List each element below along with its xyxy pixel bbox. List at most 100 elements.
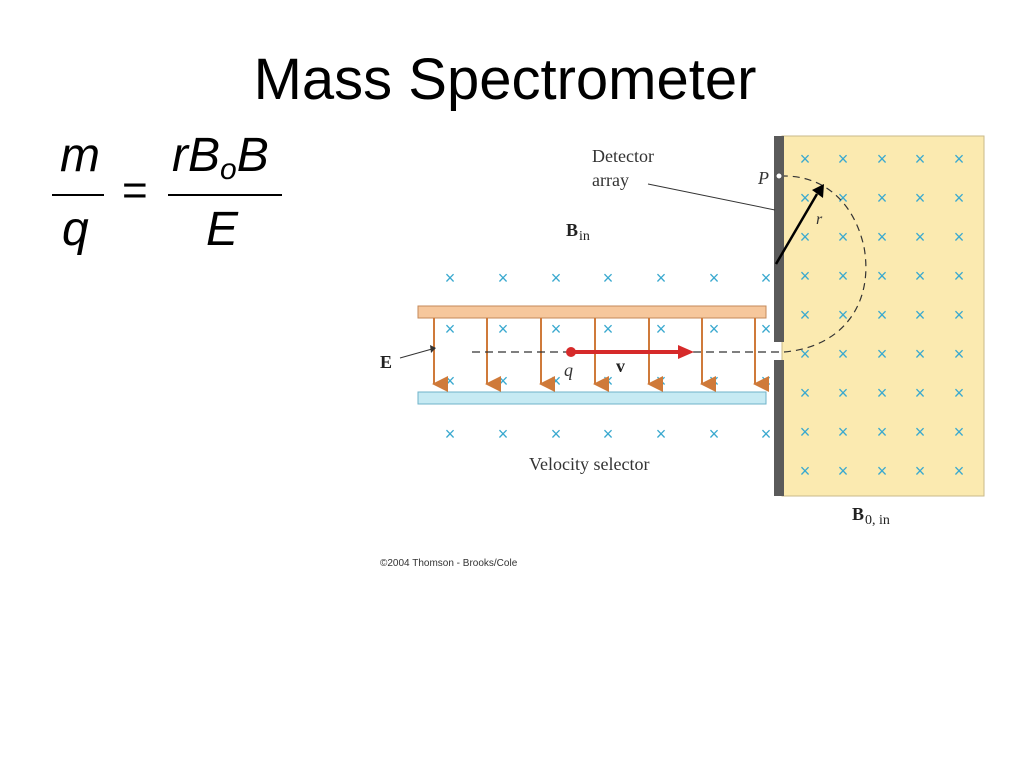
- b0-label: B0, in: [852, 504, 890, 528]
- field-cross: ×: [954, 149, 965, 169]
- radius-label: r: [816, 211, 823, 228]
- b-in-letter: B: [566, 220, 578, 240]
- field-cross: ×: [838, 149, 849, 169]
- field-cross: ×: [800, 305, 811, 325]
- field-cross: ×: [954, 227, 965, 247]
- field-cross: ×: [954, 383, 965, 403]
- formula-numerator-right: rBoB: [172, 128, 269, 187]
- formula-B: B: [236, 129, 269, 182]
- external-field-cross: ×: [551, 268, 562, 288]
- point-p-label: P: [757, 168, 769, 188]
- field-cross: ×: [915, 305, 926, 325]
- field-cross: ×: [915, 383, 926, 403]
- external-field-cross: ×: [761, 319, 772, 339]
- formula-q: q: [62, 203, 89, 256]
- field-cross: ×: [877, 149, 888, 169]
- external-field-cross: ×: [761, 424, 772, 444]
- external-field-cross: ×: [761, 268, 772, 288]
- field-cross: ×: [915, 188, 926, 208]
- field-cross: ×: [800, 188, 811, 208]
- charge-label: q: [564, 360, 573, 380]
- velocity-label: v: [616, 356, 625, 376]
- external-field-cross: ×: [445, 371, 456, 391]
- field-cross: ×: [800, 227, 811, 247]
- particle-curved-path: [783, 175, 867, 353]
- field-cross: ×: [877, 344, 888, 364]
- velocity-arrowhead: [678, 345, 694, 359]
- field-cross: ×: [954, 266, 965, 286]
- field-cross: ×: [954, 422, 965, 442]
- point-p: [775, 172, 783, 180]
- bottom-plate: [417, 391, 767, 405]
- b-in-subscript: in: [579, 229, 590, 244]
- external-field-cross: ×: [761, 371, 772, 391]
- field-cross: ×: [838, 383, 849, 403]
- radius-arrowhead: [812, 184, 824, 198]
- formula-sub-o: o: [220, 153, 237, 186]
- external-field-cross: ×: [445, 424, 456, 444]
- detector-label-line1: Detector: [592, 146, 654, 166]
- field-cross: ×: [838, 461, 849, 481]
- velocity-selector-label: Velocity selector: [529, 454, 649, 474]
- field-cross: ×: [915, 227, 926, 247]
- field-cross: ×: [954, 344, 965, 364]
- field-cross: ×: [800, 422, 811, 442]
- field-cross: ×: [915, 344, 926, 364]
- external-field-cross: ×: [709, 424, 720, 444]
- detector-label-line2: array: [592, 170, 629, 190]
- external-field-cross: ×: [603, 268, 614, 288]
- external-field-cross: ×: [551, 319, 562, 339]
- external-field-cross: ×: [656, 319, 667, 339]
- field-cross: ×: [800, 344, 811, 364]
- mass-charge-formula: m q = rBoB E: [40, 128, 300, 278]
- external-field-cross: ×: [603, 319, 614, 339]
- field-cross: ×: [838, 305, 849, 325]
- field-cross: ×: [877, 383, 888, 403]
- field-cross: ×: [838, 188, 849, 208]
- external-field-cross: ×: [709, 268, 720, 288]
- formula-rB: rB: [172, 129, 220, 182]
- field-cross: ×: [915, 422, 926, 442]
- field-cross: ×: [915, 149, 926, 169]
- field-cross: ×: [838, 227, 849, 247]
- b-in-label: Bin: [566, 220, 590, 244]
- field-cross: ×: [877, 305, 888, 325]
- detector-array-lower: [774, 360, 784, 496]
- formula-E: E: [206, 203, 239, 256]
- diagram-svg: × × × × × × × × × × × × × × × × × × × × × × × × × × × × × × × × × × × × × × × ×…: [374, 132, 988, 574]
- mass-spectrometer-diagram: × × × × × × × × × × × × × × × × × × × × × × × × × × × × × × × × × × × × × × × ×…: [374, 132, 988, 574]
- b0-field-crosses: ××××××××××××××××××××××××××××××××××××××××…: [800, 149, 965, 481]
- radius-arrow: [774, 193, 819, 265]
- e-field-label: E: [380, 352, 392, 372]
- field-cross: ×: [838, 422, 849, 442]
- slide-title: Mass Spectrometer: [253, 47, 757, 112]
- external-field-cross: ×: [656, 371, 667, 391]
- top-plate: [417, 305, 767, 319]
- b0-subscript: 0, in: [865, 513, 890, 528]
- field-cross: ×: [915, 461, 926, 481]
- external-field-cross: ×: [656, 424, 667, 444]
- external-field-cross: ×: [498, 268, 509, 288]
- copyright-text: ©2004 Thomson - Brooks/Cole: [380, 558, 518, 569]
- e-leader-arrowhead: [430, 345, 436, 353]
- field-cross: ×: [877, 266, 888, 286]
- field-cross: ×: [877, 422, 888, 442]
- field-cross: ×: [800, 383, 811, 403]
- external-field-cross: ×: [498, 319, 509, 339]
- field-cross: ×: [838, 344, 849, 364]
- e-leader-line: [399, 348, 433, 359]
- electric-field-arrows: [432, 318, 769, 392]
- external-field-cross: ×: [551, 424, 562, 444]
- external-field-cross: ×: [709, 319, 720, 339]
- field-cross: ×: [800, 266, 811, 286]
- external-field-cross: ×: [498, 371, 509, 391]
- external-field-cross: ×: [445, 319, 456, 339]
- external-field-cross: ×: [656, 268, 667, 288]
- external-field-cross: ×: [498, 424, 509, 444]
- external-field-cross: ×: [551, 371, 562, 391]
- field-cross: ×: [954, 461, 965, 481]
- external-field-cross: ×: [709, 371, 720, 391]
- field-cross: ×: [877, 227, 888, 247]
- charge-particle: [566, 347, 576, 357]
- detector-array-upper: [774, 136, 784, 342]
